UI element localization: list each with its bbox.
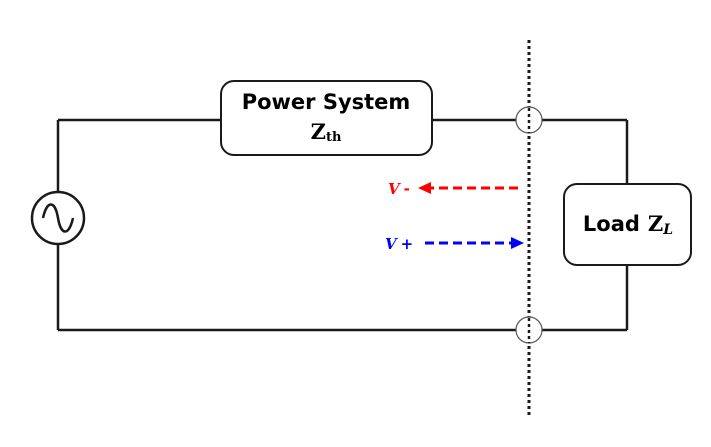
thevenin-impedance-subscript: th xyxy=(326,130,342,145)
sine-wave-icon xyxy=(41,203,75,233)
load-block: Load ZL xyxy=(563,183,692,266)
thevenin-impedance-label: Zth xyxy=(311,119,342,145)
load-text: Load xyxy=(583,212,640,236)
thevenin-impedance-symbol: Z xyxy=(311,119,326,144)
ac-source-icon xyxy=(30,190,86,246)
positive-wave-sign: + xyxy=(401,235,414,253)
load-box xyxy=(563,183,692,266)
negative-wave-sign: - xyxy=(404,180,410,198)
load-impedance-symbol: Z xyxy=(648,211,663,236)
negative-wave-symbol: V xyxy=(388,180,401,198)
negative-wave-arrowhead xyxy=(418,182,431,194)
positive-wave-arrowhead xyxy=(511,237,524,249)
positive-wave-arrow: V+ xyxy=(385,235,524,253)
power-system-title: Power System xyxy=(242,90,411,114)
power-system-block: Power System Zth xyxy=(220,80,433,156)
load-impedance-subscript: L xyxy=(662,222,673,238)
negative-wave-label: V- xyxy=(388,180,410,198)
positive-wave-symbol: V xyxy=(385,235,398,253)
power-system-box xyxy=(220,80,433,156)
positive-wave-label: V+ xyxy=(385,235,413,253)
load-label: Load ZL xyxy=(583,211,673,238)
negative-wave-arrow: V- xyxy=(388,180,518,198)
